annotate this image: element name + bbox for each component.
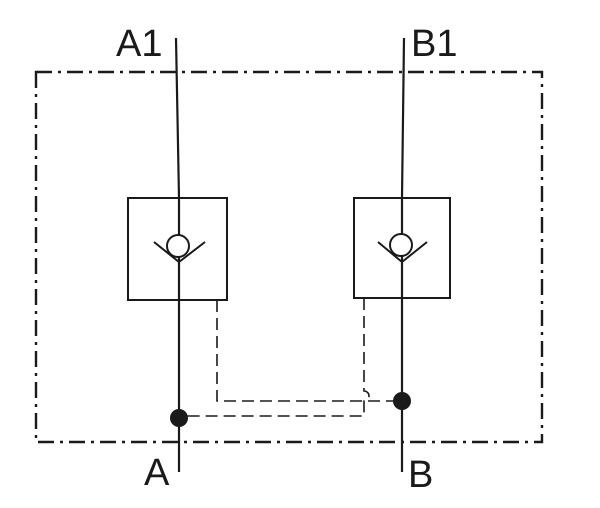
port-label-b1: B1 bbox=[411, 23, 457, 65]
port-label-a1: A1 bbox=[116, 23, 162, 65]
check-valve-left-seat bbox=[153, 241, 206, 264]
check-valve-right bbox=[353, 197, 451, 299]
pilot-line-right bbox=[179, 298, 370, 417]
check-valve-left bbox=[127, 197, 228, 301]
flow-line-b bbox=[400, 37, 406, 472]
junction-a bbox=[170, 409, 188, 427]
flow-line-a bbox=[174, 37, 181, 472]
check-valve-left-ball bbox=[166, 234, 190, 258]
port-label-b: B bbox=[408, 454, 433, 496]
check-valve-right-ball bbox=[389, 233, 413, 257]
module-boundary bbox=[34, 70, 544, 444]
check-valve-right-seat bbox=[377, 241, 428, 264]
junction-b bbox=[393, 392, 411, 410]
pilot-line-left bbox=[216, 300, 402, 402]
port-label-a: A bbox=[144, 452, 170, 494]
